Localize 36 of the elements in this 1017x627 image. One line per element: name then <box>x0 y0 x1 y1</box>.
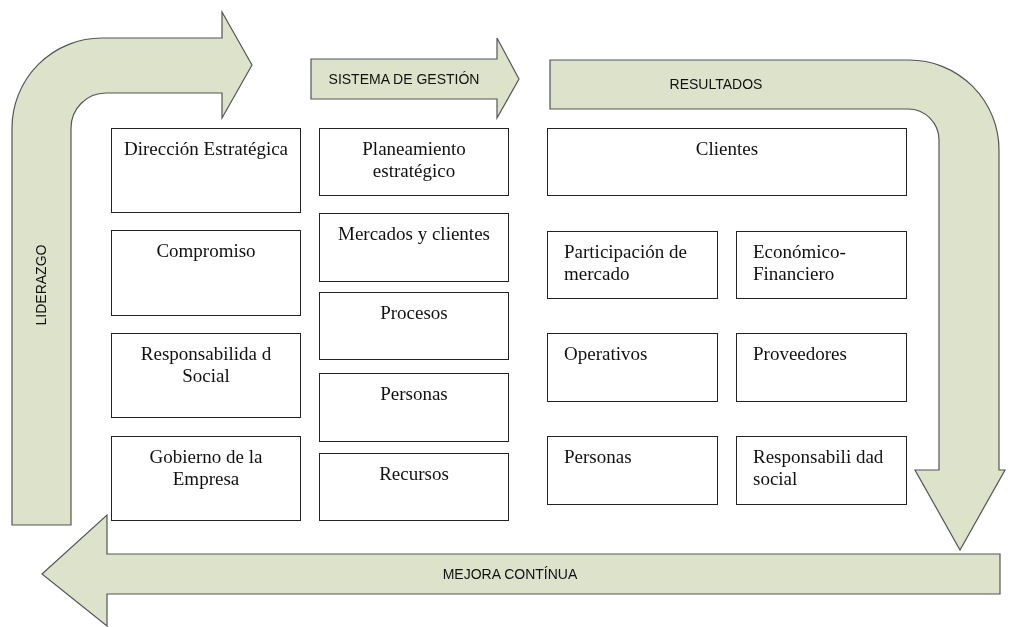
arrow-label: RESULTADOS <box>669 76 763 92</box>
arrow-label: LIDERAZGO <box>33 244 49 326</box>
box-label: Proveedores <box>753 343 848 365</box>
text-box <box>736 333 907 402</box>
text-box <box>319 453 509 521</box>
box-label: Personas <box>379 383 449 405</box>
text-box <box>736 436 907 505</box>
box-label: Gobierno de la Empresa <box>148 446 264 490</box>
box-label: Dirección Estratégica <box>122 138 290 160</box>
arrow-label: SISTEMA DE GESTIÓN <box>328 71 480 87</box>
box-label: Planeamiento estratégico <box>361 138 467 182</box>
text-box <box>547 436 718 505</box>
box-label: Responsabili dad social <box>753 446 885 490</box>
text-box <box>547 128 907 196</box>
text-box <box>111 128 301 213</box>
box-label: Participación de mercado <box>564 241 688 285</box>
box-label: Personas <box>564 446 633 468</box>
text-box <box>736 231 907 299</box>
text-box <box>319 373 509 442</box>
text-box <box>111 230 301 316</box>
arrow-label: MEJORA CONTÍNUA <box>442 566 578 582</box>
text-box <box>111 436 301 521</box>
text-box <box>547 231 718 299</box>
box-label: Operativos <box>564 343 649 365</box>
text-box <box>319 213 509 282</box>
box-label: Económico-Financiero <box>753 241 847 285</box>
box-label: Compromiso <box>155 240 257 262</box>
text-box <box>319 292 509 360</box>
box-label: Responsabilida d Social <box>139 343 273 387</box>
box-label: Recursos <box>378 463 450 485</box>
box-label: Procesos <box>379 302 449 324</box>
text-box <box>111 333 301 418</box>
text-box <box>547 333 718 402</box>
text-box <box>319 128 509 196</box>
box-label: Mercados y clientes <box>337 223 491 245</box>
box-label: Clientes <box>694 138 760 160</box>
